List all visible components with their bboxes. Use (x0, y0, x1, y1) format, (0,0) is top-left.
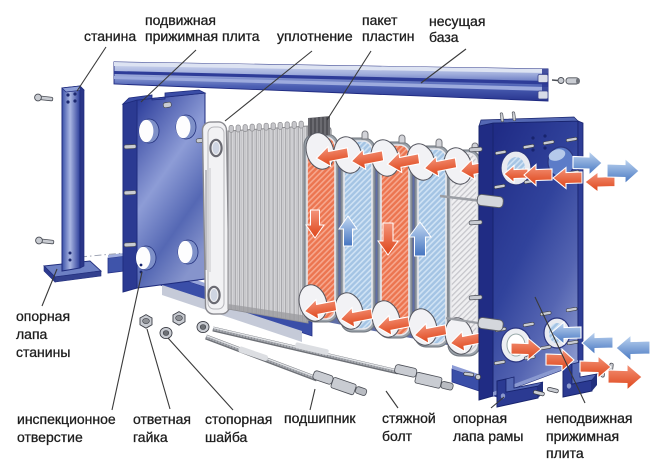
svg-text:лапа: лапа (16, 326, 48, 342)
svg-text:отверстие: отверстие (17, 429, 83, 445)
svg-text:шайба: шайба (205, 429, 248, 445)
svg-text:плита: плита (546, 445, 584, 461)
svg-text:прижимная плита: прижимная плита (145, 28, 260, 44)
svg-text:инспекционное: инспекционное (17, 411, 116, 427)
svg-text:стяжной: стяжной (382, 410, 436, 426)
svg-text:болт: болт (382, 428, 413, 444)
svg-text:подвижная: подвижная (145, 12, 216, 28)
svg-text:прижимная: прижимная (546, 428, 619, 444)
svg-text:гайка: гайка (133, 429, 168, 445)
svg-text:пакет: пакет (362, 12, 398, 28)
svg-text:лапа рамы: лапа рамы (453, 428, 523, 444)
svg-text:станины: станины (16, 344, 70, 360)
svg-text:база: база (429, 29, 459, 45)
svg-text:несущая: несущая (429, 13, 485, 29)
svg-text:ответная: ответная (133, 411, 191, 427)
svg-text:пластин: пластин (362, 28, 415, 44)
svg-text:уплотнение: уплотнение (277, 28, 353, 44)
svg-text:станина: станина (84, 28, 136, 44)
svg-text:опорная: опорная (16, 308, 70, 324)
svg-text:подшипник: подшипник (284, 410, 356, 426)
svg-text:стопорная: стопорная (205, 411, 272, 427)
svg-text:неподвижная: неподвижная (546, 410, 632, 426)
svg-text:опорная: опорная (453, 410, 507, 426)
